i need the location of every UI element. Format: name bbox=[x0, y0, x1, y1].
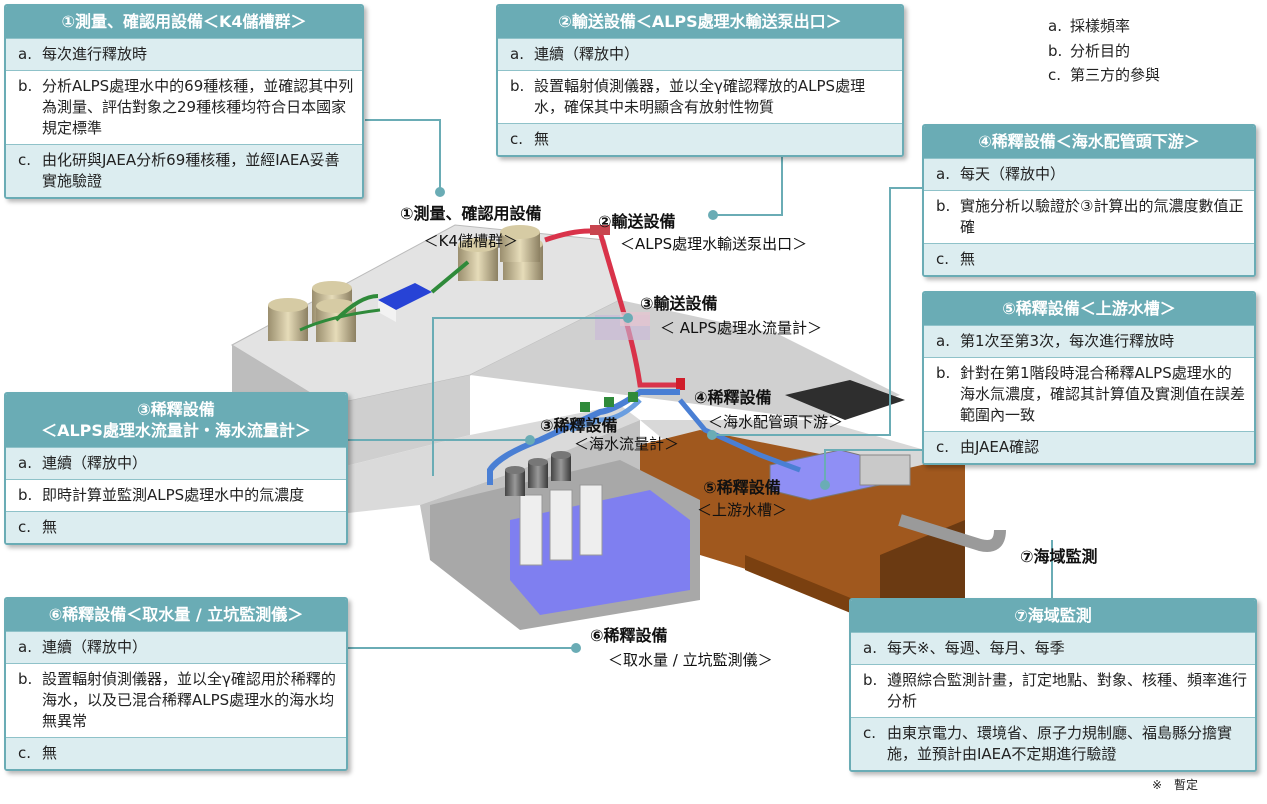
info-box-4: ④稀釋設備＜海水配管頭下游＞ a.每天（釋放中） b.實施分析以驗證於③計算出的… bbox=[922, 124, 1256, 277]
row-b: b.設置輻射偵測儀器，並以全γ確認用於稀釋的海水，以及已混合稀釋ALPS處理水的… bbox=[6, 663, 346, 737]
outflow-pipe bbox=[898, 514, 1006, 552]
legend: a.採樣頻率 b.分析目的 c.第三方的參與 bbox=[1048, 14, 1160, 88]
row-b: b.實施分析以驗證於③計算出的氚濃度數值正確 bbox=[924, 190, 1254, 243]
row-b: b.即時計算並監測ALPS處理水中的氚濃度 bbox=[6, 479, 346, 511]
row-c: c.由東京電力、環境省、原子力規制廳、福島縣分擔實施，並預計由IAEA不定期進行… bbox=[851, 717, 1255, 770]
row-c: c.由JAEA確認 bbox=[924, 431, 1254, 463]
callout-dots bbox=[435, 187, 830, 653]
wall-top bbox=[470, 300, 900, 420]
label-transfer-pump-outlet: ②輸送設備＜ALPS處理水輸送泵出口＞ bbox=[598, 212, 808, 253]
info-box-7: ⑦海域監測 a.每天※、每週、每月、每季 b.遵照綜合監測計畫，訂定地點、對象、… bbox=[849, 598, 1257, 772]
info-box-5: ⑤稀釋設備＜上游水槽＞ a.第1次至第3次，每次進行釋放時 b.針對在第1階段時… bbox=[922, 291, 1256, 465]
earth-front bbox=[745, 555, 880, 625]
row-b: b.針對在第1階段時混合稀釋ALPS處理水的海水氚濃度，確認其計算值及實測值在誤… bbox=[924, 357, 1254, 431]
row-c: c.無 bbox=[6, 737, 346, 769]
info-box-1: ①測量、確認用設備＜K4儲槽群＞ a.每次進行釋放時 b.分析ALPS處理水中的… bbox=[4, 4, 364, 199]
label-seawater-pipe-header: ④稀釋設備＜海水配管頭下游＞ bbox=[694, 388, 844, 431]
label-seawater-flowmeter: ③稀釋設備＜海水流量計＞ bbox=[540, 416, 680, 453]
row-a: a.連續（釋放中） bbox=[6, 631, 346, 663]
box-title: ④稀釋設備＜海水配管頭下游＞ bbox=[924, 126, 1254, 158]
row-a: a.連續（釋放中） bbox=[6, 447, 346, 479]
row-b: b.設置輻射偵測儀器，並以全γ確認釋放的ALPS處理水，確保其中未明顯含有放射性… bbox=[498, 70, 902, 123]
info-box-2: ②輸送設備＜ALPS處理水輸送泵出口＞ a.連續（釋放中） b.設置輻射偵測儀器… bbox=[496, 4, 904, 157]
label-intake-monitor: ⑥稀釋設備＜取水量 / 立坑監測儀＞ bbox=[590, 626, 773, 669]
info-box-6: ⑥稀釋設備＜取水量 / 立坑監測儀＞ a.連續（釋放中） b.設置輻射偵測儀器，… bbox=[4, 597, 348, 771]
box-title: ③稀釋設備＜ALPS處理水流量計・海水流量計＞ bbox=[6, 394, 346, 447]
label-measurement-facility: ①測量、確認用設備＜K4儲槽群＞ bbox=[400, 204, 542, 250]
legend-c: c.第三方的參與 bbox=[1048, 66, 1161, 84]
row-b: b.分析ALPS處理水中的69種核種，並確認其中列為測量、評估對象之29種核種均… bbox=[6, 70, 362, 144]
legend-b: b.分析目的 bbox=[1048, 41, 1131, 60]
row-a: a.每天（釋放中） bbox=[924, 158, 1254, 190]
label-upstream-tank: ⑤稀釋設備＜上游水槽＞ bbox=[697, 478, 788, 519]
box-title: ⑦海域監測 bbox=[851, 600, 1255, 632]
box-title: ①測量、確認用設備＜K4儲槽群＞ bbox=[6, 6, 362, 38]
box-title: ⑤稀釋設備＜上游水槽＞ bbox=[924, 293, 1254, 325]
label-alps-flowmeter: ③輸送設備＜ ALPS處理水流量計＞ bbox=[640, 294, 822, 337]
legend-a: a.採樣頻率 bbox=[1048, 17, 1131, 35]
pumps bbox=[505, 451, 571, 496]
box-title: ②輸送設備＜ALPS處理水輸送泵出口＞ bbox=[498, 6, 902, 38]
footnote: ※ 暫定 bbox=[1152, 778, 1199, 792]
info-box-3: ③稀釋設備＜ALPS處理水流量計・海水流量計＞ a.連續（釋放中） b.即時計算… bbox=[4, 392, 348, 545]
row-c: c.無 bbox=[6, 511, 346, 543]
row-c: c.無 bbox=[924, 243, 1254, 275]
row-a: a.每次進行釋放時 bbox=[6, 38, 362, 70]
road bbox=[785, 380, 905, 420]
row-b: b.遵照綜合監測計畫，訂定地點、對象、核種、頻率進行分析 bbox=[851, 664, 1255, 717]
box-title: ⑥稀釋設備＜取水量 / 立坑監測儀＞ bbox=[6, 599, 346, 631]
row-a: a.第1次至第3次，每次進行釋放時 bbox=[924, 325, 1254, 357]
label-sea-monitoring: ⑦海域監測 bbox=[1020, 547, 1098, 566]
platform-side bbox=[330, 375, 470, 470]
row-c: c.無 bbox=[498, 123, 902, 155]
row-a: a.連續（釋放中） bbox=[498, 38, 902, 70]
row-a: a.每天※、每週、每月、每季 bbox=[851, 632, 1255, 664]
row-c: c.由化研與JAEA分析69種核種，並經IAEA妥善實施驗證 bbox=[6, 144, 362, 197]
red-pipe bbox=[544, 228, 680, 388]
